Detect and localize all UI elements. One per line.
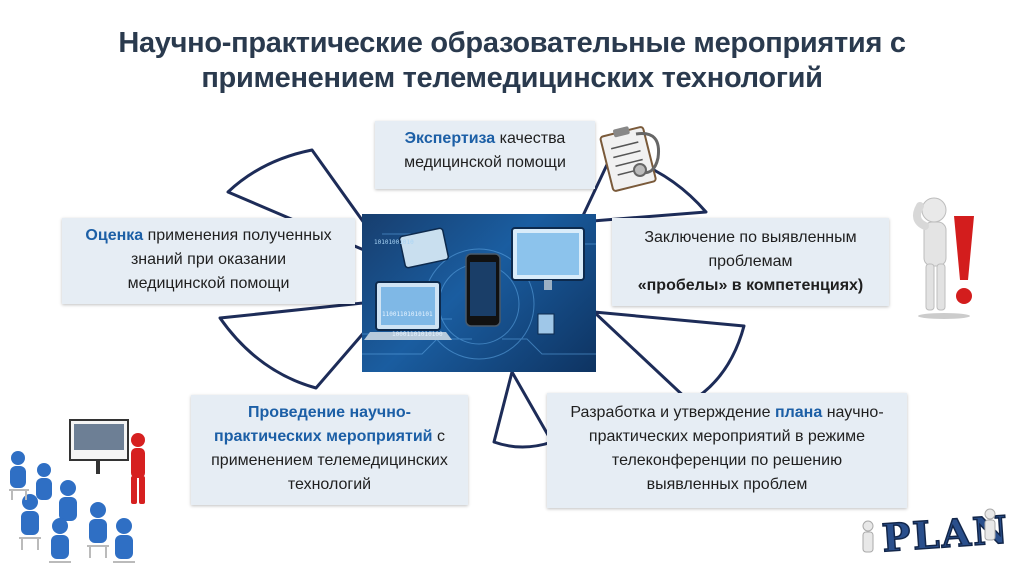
laptop-icon: [364, 281, 452, 340]
box-assessment: Оценка применения полученных знаний при …: [62, 218, 355, 304]
monitor-icon: [511, 227, 585, 290]
petal-right: [592, 310, 746, 404]
binary-text-3: 10001101010100: [392, 331, 443, 338]
box-plan-development: Разработка и утверждение плана научно- п…: [547, 393, 907, 508]
box-conduct-events: Проведение научно- практических мероприя…: [191, 395, 468, 505]
box-expertise: Экспертиза качества медицинской помощи: [375, 121, 595, 189]
box-assessment-highlight: Оценка: [85, 227, 144, 244]
petal-upper-left: [226, 148, 394, 264]
clipboard-stethoscope-icon: [599, 126, 661, 192]
smartphone-icon: [465, 253, 501, 327]
thinking-person-exclamation-icon: [912, 197, 974, 319]
binary-text-1: 10101001010: [374, 239, 414, 246]
petal-lower-left: [218, 298, 394, 390]
telemedicine-devices-image: 10101001010 11001101010101 1000110101010…: [362, 214, 596, 372]
box-conclusion: Заключение по выявленным проблемам «проб…: [612, 218, 889, 306]
box-expertise-highlight: Экспертиза: [404, 130, 496, 147]
petal-bottom: [492, 370, 554, 449]
presentation-audience-icon: [9, 419, 145, 563]
binary-text-2: 11001101010101: [382, 311, 433, 318]
tablet-icon: [398, 227, 450, 269]
small-device-icon: [537, 313, 555, 335]
page-title: Научно-практические образовательные меро…: [118, 27, 906, 94]
plan-letters-icon: PLAN: [862, 506, 1010, 561]
box-plan-highlight: плана: [774, 404, 823, 421]
